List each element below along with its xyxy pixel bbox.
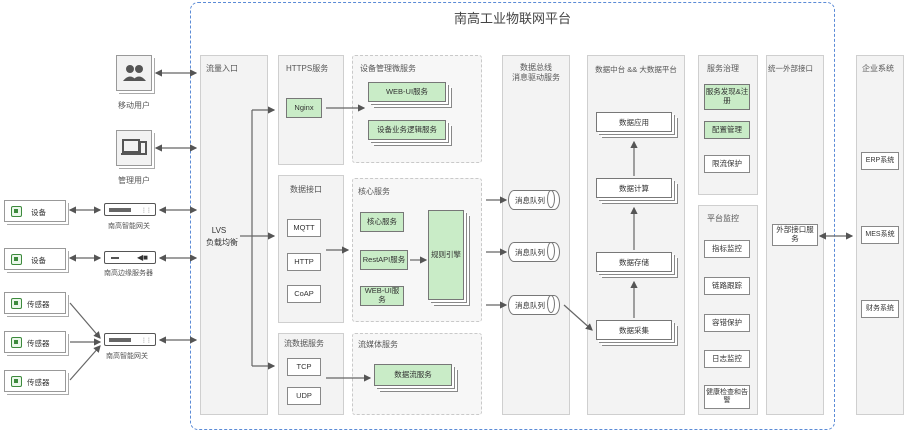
- data-compute-box[interactable]: 数据计算: [596, 178, 672, 198]
- sensor-node-3[interactable]: 传感器: [4, 370, 66, 392]
- message-bus-panel: [502, 55, 570, 415]
- finance-box[interactable]: 财务系统: [861, 300, 899, 318]
- bigdata-label: 数据中台 && 大数据平台: [595, 65, 677, 74]
- monitor-panel: [698, 205, 758, 415]
- core-label: 核心服务: [358, 187, 390, 196]
- trace-box[interactable]: 链路跟踪: [704, 277, 750, 295]
- gateway-device-2[interactable]: ⋮⋮: [104, 333, 156, 346]
- sensor-icon: [11, 337, 22, 348]
- bigdata-panel: [587, 55, 685, 415]
- log-monitor-box[interactable]: 日志监控: [704, 350, 750, 368]
- mes-box[interactable]: MES系统: [861, 226, 899, 244]
- data-interface-label: 数据接口: [290, 185, 322, 194]
- udp-box[interactable]: UDP: [287, 387, 321, 405]
- stream-service-label: 流媒体服务: [358, 340, 398, 349]
- sensor-node-1[interactable]: 传感器: [4, 292, 66, 314]
- sensor-node-2[interactable]: 传感器: [4, 331, 66, 353]
- device-mgmt-label: 设备管理微服务: [360, 64, 416, 73]
- admin-user-label: 管理用户: [118, 176, 150, 185]
- traffic-entry-label: 流量入口: [206, 64, 238, 73]
- edge-server-device[interactable]: ◀■: [104, 251, 156, 264]
- device-biz-box[interactable]: 设备业务逻辑服务: [368, 120, 446, 140]
- data-stream-box[interactable]: 数据流服务: [374, 364, 452, 386]
- enterprise-label: 企业系统: [862, 64, 894, 73]
- erp-box[interactable]: ERP系统: [861, 152, 899, 170]
- lb-label: 负载均衡: [206, 238, 238, 247]
- monitor-label: 平台监控: [707, 214, 739, 223]
- rate-limit-box[interactable]: 限流保护: [704, 155, 750, 173]
- platform-frame: [190, 2, 835, 430]
- data-collect-box[interactable]: 数据采集: [596, 320, 672, 340]
- bus-label-1: 数据总线: [520, 63, 552, 72]
- http-box[interactable]: HTTP: [287, 253, 321, 271]
- device-mgmt-panel: [352, 55, 482, 163]
- data-storage-box[interactable]: 数据存储: [596, 252, 672, 272]
- message-queue-3[interactable]: 消息队列: [508, 295, 560, 315]
- gateway-label-2: 南高智能网关: [106, 353, 148, 360]
- traffic-entry-panel: [200, 55, 268, 415]
- users-icon: [123, 65, 146, 81]
- chip-icon: [11, 206, 22, 217]
- nginx-box[interactable]: Nginx: [286, 98, 322, 118]
- mobile-user-label: 移动用户: [118, 101, 150, 110]
- platform-title: 南高工业物联网平台: [453, 11, 571, 26]
- tcp-box[interactable]: TCP: [287, 358, 321, 376]
- sensor-label: 传感器: [27, 378, 50, 387]
- device-node-2[interactable]: 设备: [4, 248, 66, 270]
- external-service-box[interactable]: 外部接口服务: [772, 224, 818, 246]
- rest-api-box[interactable]: RestAPI服务: [360, 250, 408, 270]
- admin-user-node[interactable]: [116, 130, 152, 166]
- bus-label-2: 消息驱动服务: [512, 73, 560, 82]
- sensor-label: 传感器: [27, 339, 50, 348]
- computer-icon: [121, 139, 147, 155]
- health-check-box[interactable]: 健康检查和告警: [704, 385, 750, 409]
- sensor-icon: [11, 298, 22, 309]
- fault-tolerance-box[interactable]: 容错保护: [704, 314, 750, 332]
- mobile-user-node[interactable]: [116, 55, 152, 91]
- governance-label: 服务治理: [707, 64, 739, 73]
- metrics-monitor-box[interactable]: 指标监控: [704, 240, 750, 258]
- mqtt-box[interactable]: MQTT: [287, 219, 321, 237]
- message-queue-2[interactable]: 消息队列: [508, 242, 560, 262]
- data-app-box[interactable]: 数据应用: [596, 112, 672, 132]
- device-node-1[interactable]: 设备: [4, 200, 66, 222]
- edge-server-label: 南高边缘服务器: [104, 270, 153, 277]
- device-label: 设备: [31, 208, 46, 217]
- stream-data-label: 流数据服务: [284, 339, 324, 348]
- gateway-label-1: 南高智能网关: [108, 223, 150, 230]
- device-web-ui-box[interactable]: WEB-UI服务: [368, 82, 446, 102]
- gateway-device-1[interactable]: ⋮⋮: [104, 203, 156, 216]
- message-queue-1[interactable]: 消息队列: [508, 190, 560, 210]
- core-web-ui-box[interactable]: WEB-UI服务: [360, 286, 404, 306]
- sensor-label: 传感器: [27, 300, 50, 309]
- service-discovery-box[interactable]: 服务发现&注册: [704, 84, 750, 110]
- https-label: HTTPS服务: [286, 64, 329, 73]
- rule-engine-box[interactable]: 规则引擎: [428, 210, 464, 300]
- device-label: 设备: [31, 256, 46, 265]
- chip-icon: [11, 254, 22, 265]
- external-label: 统一外部接口: [768, 64, 813, 73]
- core-service-box[interactable]: 核心服务: [360, 212, 404, 232]
- lvs-label: LVS: [211, 226, 227, 235]
- sensor-icon: [11, 376, 22, 387]
- coap-box[interactable]: CoAP: [287, 285, 321, 303]
- config-mgmt-box[interactable]: 配置管理: [704, 121, 750, 139]
